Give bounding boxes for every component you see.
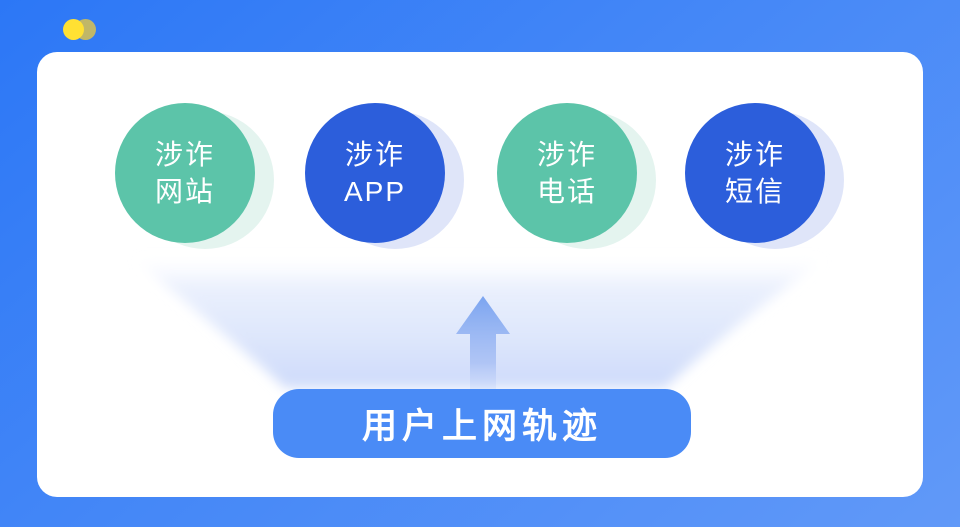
node-circle-fraud-sms: 涉诈 短信 [685,103,825,243]
node-label-line: 涉诈 [536,139,597,170]
node-fraud-sms: 涉诈 短信 [685,103,844,249]
two-overlapping-dots-logo [63,19,97,41]
content-card: 涉诈 网站 涉诈 APP 涉诈 电话 涉诈 短信 [37,52,923,497]
node-fraud-app: 涉诈 APP [305,103,464,249]
node-label-line: 电话 [536,176,597,207]
node-label-line: APP [343,176,407,207]
node-circle-fraud-app: 涉诈 APP [305,103,445,243]
node-label-line: 涉诈 [724,139,785,170]
node-fraud-website: 涉诈 网站 [115,103,274,249]
node-label-line: 网站 [154,176,215,207]
node-label-line: 涉诈 [154,139,215,170]
user-traffic-label: 用户上网轨迹 [273,389,691,458]
up-arrow-icon [456,296,510,392]
node-circle-fraud-phone: 涉诈 电话 [497,103,637,243]
node-label-line: 涉诈 [344,139,405,170]
user-traffic-label-text: 用户上网轨迹 [361,407,602,446]
node-label-line: 短信 [724,176,785,207]
logo-dot-left-icon [63,19,84,40]
node-circle-fraud-website: 涉诈 网站 [115,103,255,243]
funnel-and-arrow-graphic [133,258,827,392]
node-fraud-phone: 涉诈 电话 [497,103,656,249]
